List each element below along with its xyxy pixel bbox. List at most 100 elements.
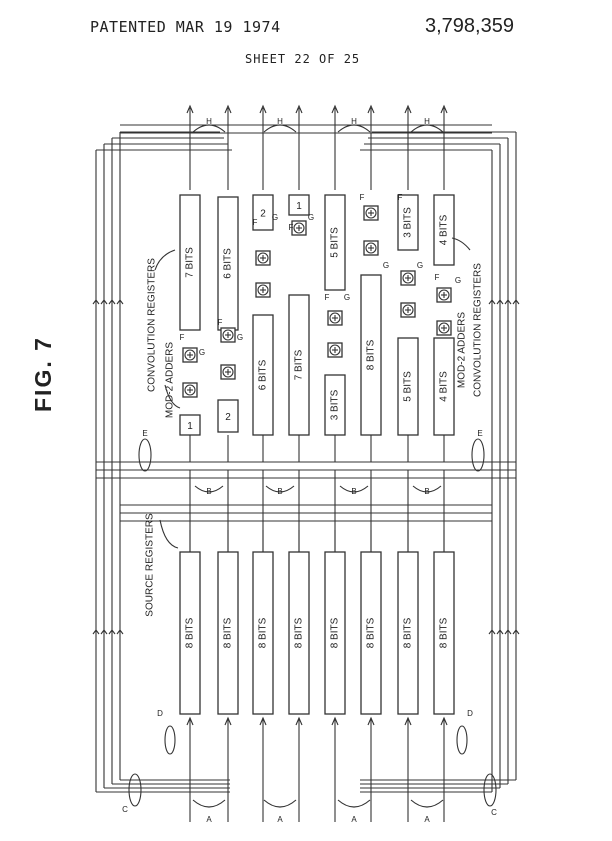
bus-arrow xyxy=(504,629,512,635)
h-brace xyxy=(192,124,226,133)
fg-label: F xyxy=(218,318,223,327)
h-brace xyxy=(337,124,371,133)
bus-arrow xyxy=(116,629,124,635)
a-label: A xyxy=(206,815,212,824)
input-arrow xyxy=(367,716,375,726)
small-register xyxy=(252,194,274,231)
small-register-label: 1 xyxy=(187,421,193,432)
input-arrow xyxy=(440,716,448,726)
bus-arrow xyxy=(512,629,520,635)
bus-arrow xyxy=(488,629,496,635)
d-marker-left xyxy=(164,725,176,755)
bus-arrow xyxy=(496,629,504,635)
h-label: H xyxy=(206,117,212,126)
a-brace xyxy=(192,799,226,808)
source-registers-label: SOURCE REGISTERS xyxy=(145,513,156,617)
h-label: H xyxy=(277,117,283,126)
input-arrow xyxy=(186,716,194,726)
small-register-label: 2 xyxy=(225,412,231,423)
b-brace xyxy=(412,485,442,493)
convolution-register xyxy=(179,194,201,331)
small-register xyxy=(217,399,239,433)
mod2-adders-right-label: MOD-2 ADDERS xyxy=(457,312,468,388)
output-arrow xyxy=(295,104,303,114)
c-marker-left xyxy=(128,773,142,807)
convolution-register-label: 6 BITS xyxy=(223,248,234,279)
mod2-adder-circle xyxy=(257,284,269,296)
convolution-register-label: 7 BITS xyxy=(185,247,196,278)
mod2-adder-circle xyxy=(402,304,414,316)
input-arrow xyxy=(295,716,303,726)
output-arrow xyxy=(440,104,448,114)
mod2-adder-circle xyxy=(438,322,450,334)
convolution-register-upper xyxy=(397,194,419,251)
a-brace xyxy=(410,799,444,808)
convolution-register-label: 3 BITS xyxy=(330,389,341,420)
fg-label: F xyxy=(360,193,365,202)
bus-arrow xyxy=(108,629,116,635)
bus-arrow xyxy=(108,299,116,305)
a-label: A xyxy=(351,815,357,824)
e-label: E xyxy=(142,429,147,438)
output-arrow xyxy=(331,104,339,114)
output-arrow xyxy=(404,104,412,114)
bus-arrow xyxy=(100,299,108,305)
output-arrow xyxy=(186,104,194,114)
source-register-label: 8 BITS xyxy=(294,617,305,648)
fg-label: F xyxy=(253,218,258,227)
h-brace xyxy=(410,124,444,133)
b-label: B xyxy=(277,487,282,496)
b-label: B xyxy=(424,487,429,496)
convolution-register-upper xyxy=(324,194,346,291)
b-brace xyxy=(194,485,224,493)
convolution-registers-left-label: CONVOLUTION REGISTERS xyxy=(147,258,158,392)
bus-arrow xyxy=(92,299,100,305)
mod2-adder-circle xyxy=(329,312,341,324)
bus-arrow xyxy=(488,299,496,305)
bus-arrow xyxy=(100,629,108,635)
source-register-label: 8 BITS xyxy=(223,617,234,648)
mod2-adder-circle xyxy=(365,207,377,219)
b-brace xyxy=(265,485,295,493)
fg-label: F xyxy=(325,293,330,302)
convolution-register-label: 3 BITS xyxy=(403,207,414,238)
pointer-arrow xyxy=(159,519,179,549)
convolution-register-label: 4 BITS xyxy=(439,371,450,402)
fg-label: G xyxy=(383,261,389,270)
mod2-adder-circle xyxy=(222,366,234,378)
fg-label: F xyxy=(289,223,294,232)
source-register-label: 8 BITS xyxy=(403,617,414,648)
source-register-label: 8 BITS xyxy=(330,617,341,648)
fg-label: G xyxy=(455,276,461,285)
h-brace xyxy=(263,124,297,133)
input-arrow xyxy=(404,716,412,726)
a-label: A xyxy=(424,815,430,824)
mod2-adder-circle xyxy=(329,344,341,356)
source-register-label: 8 BITS xyxy=(439,617,450,648)
fg-label: F xyxy=(435,273,440,282)
fg-label: G xyxy=(417,261,423,270)
c-label: C xyxy=(491,808,497,817)
sheet-number: SHEET 22 OF 25 xyxy=(245,52,361,66)
convolution-register-label: 5 BITS xyxy=(403,371,414,402)
fg-label: F xyxy=(398,193,403,202)
c-marker-right xyxy=(483,773,497,807)
mod2-adder-circle xyxy=(184,349,196,361)
mod2-adder-circle xyxy=(438,289,450,301)
a-label: A xyxy=(277,815,283,824)
bus-arrow xyxy=(116,299,124,305)
input-arrow xyxy=(259,716,267,726)
bus-arrow xyxy=(92,629,100,635)
mod2-adder-circle xyxy=(184,384,196,396)
patent-number: 3,798,359 xyxy=(425,15,514,37)
mod2-adder-circle xyxy=(257,252,269,264)
bus-arrow xyxy=(512,299,520,305)
patent-date: PATENTED MAR 19 1974 xyxy=(90,18,281,36)
convolution-register-label: 5 BITS xyxy=(330,227,341,258)
e-marker-right xyxy=(471,438,485,472)
e-label: E xyxy=(477,429,482,438)
convolution-register-upper xyxy=(433,194,455,266)
output-arrow xyxy=(367,104,375,114)
pointer-arrow xyxy=(451,237,471,251)
